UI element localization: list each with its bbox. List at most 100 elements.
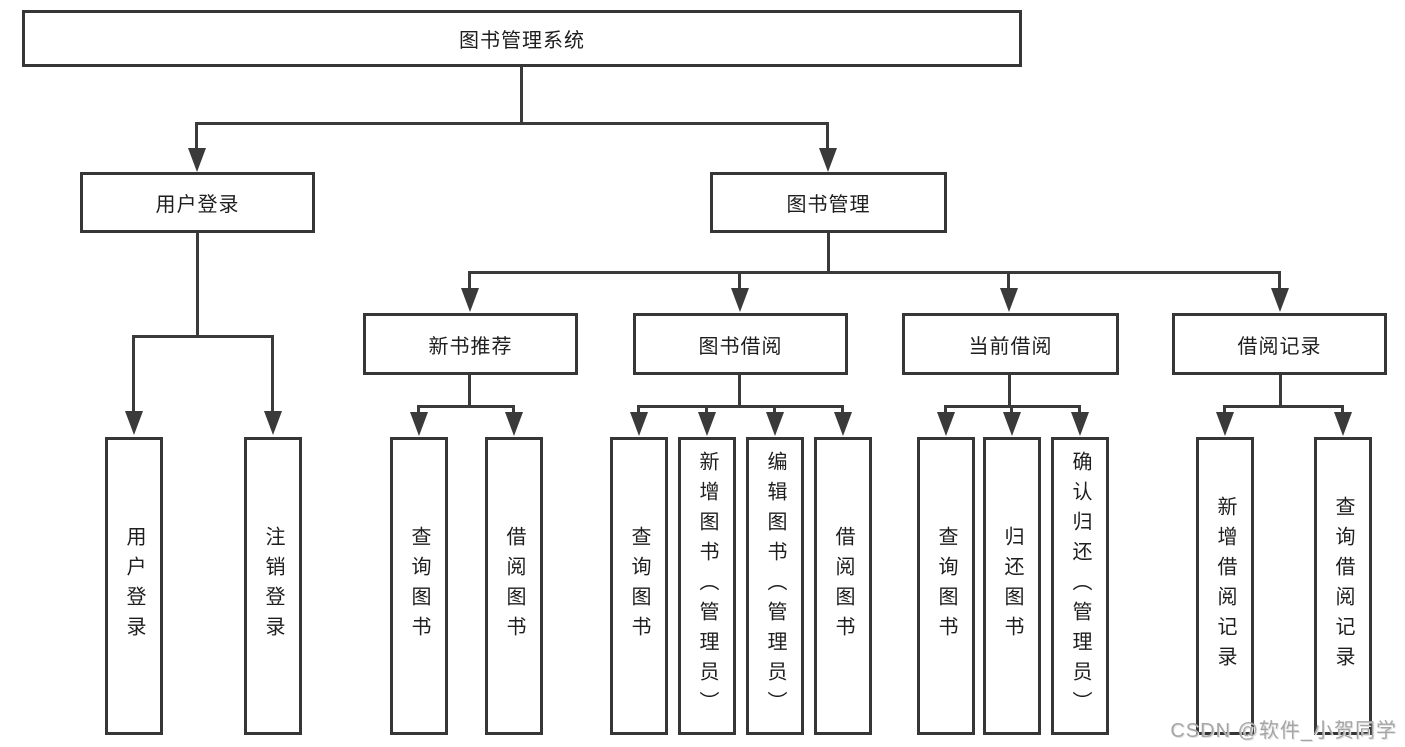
arrow-shaft [944, 405, 947, 416]
node-current-borrowing-label: 当前借阅 [968, 335, 1053, 358]
leaf-confirm-return-admin-label: 确认归还（管理员） [1069, 451, 1091, 721]
connector-book-management-split [470, 271, 1280, 274]
connector-root-split [197, 122, 829, 125]
arrow-head [1000, 288, 1018, 312]
leaf-add-books-admin: 新增图书（管理员） [678, 437, 736, 735]
watermark: CSDN @软件_小贺同学 [1170, 720, 1397, 742]
arrow-down-icon [1216, 405, 1234, 436]
arrow-shaft [1223, 405, 1226, 416]
arrow-shaft [512, 405, 515, 416]
leaf-add-books-admin-label: 新增图书（管理员） [696, 451, 718, 721]
node-root-label: 图书管理系统 [459, 30, 585, 52]
arrow-down-icon [698, 405, 716, 436]
leaf-query-books-recommend-label: 查询图书 [408, 526, 430, 646]
node-borrowing-records: 借阅记录 [1172, 313, 1387, 375]
arrow-down-icon [410, 405, 428, 436]
arrow-shaft [1078, 405, 1081, 416]
node-book-borrowing: 图书借阅 [633, 313, 848, 375]
leaf-edit-books-admin: 编辑图书（管理员） [746, 437, 804, 735]
arrow-down-icon [630, 405, 648, 436]
arrow-shaft [1278, 271, 1281, 292]
arrow-head [819, 148, 837, 172]
connector-current-borrowing-split [946, 405, 1080, 408]
arrow-shaft [1010, 405, 1013, 416]
arrow-head [766, 412, 784, 436]
leaf-confirm-return-admin: 确认归还（管理员） [1051, 437, 1109, 735]
arrow-head [698, 412, 716, 436]
arrow-down-icon [1000, 271, 1018, 312]
leaf-query-borrow-record-label: 查询借阅记录 [1332, 496, 1354, 676]
arrow-head [461, 288, 479, 312]
leaf-logout-label: 注销登录 [262, 526, 284, 646]
arrow-down-icon [505, 405, 523, 436]
connector-borrowing-records-split [1225, 405, 1343, 408]
leaf-query-books-borrowing-label: 查询图书 [628, 526, 650, 646]
connector-book-borrowing-split [639, 405, 843, 408]
arrow-head [731, 288, 749, 312]
leaf-logout: 注销登录 [244, 437, 302, 735]
arrow-head [505, 412, 523, 436]
arrow-head [1271, 288, 1289, 312]
arrow-head [188, 148, 206, 172]
leaf-query-borrow-record: 查询借阅记录 [1314, 437, 1372, 735]
leaf-edit-books-admin-label: 编辑图书（管理员） [764, 451, 786, 721]
arrow-head [1003, 412, 1021, 436]
leaf-add-borrow-record-label: 新增借阅记录 [1214, 496, 1236, 676]
leaf-query-books-current: 查询图书 [917, 437, 975, 735]
arrow-head [937, 412, 955, 436]
leaf-borrow-books-recommend: 借阅图书 [485, 437, 543, 735]
node-book-management: 图书管理 [710, 172, 947, 233]
arrow-shaft [195, 122, 198, 152]
arrow-down-icon [731, 271, 749, 312]
node-borrowing-records-label: 借阅记录 [1237, 335, 1322, 358]
arrow-shaft [841, 405, 844, 416]
connector-borrowing-records-stem [1279, 375, 1282, 405]
leaf-user-login-label: 用户登录 [123, 526, 145, 646]
arrow-down-icon [1003, 405, 1021, 436]
arrow-shaft [705, 405, 708, 416]
arrow-down-icon [1071, 405, 1089, 436]
leaf-add-borrow-record: 新增借阅记录 [1196, 437, 1254, 735]
arrow-down-icon [834, 405, 852, 436]
node-user-login-label: 用户登录 [155, 194, 240, 216]
node-user-login: 用户登录 [80, 172, 315, 233]
arrow-head [630, 412, 648, 436]
arrow-down-icon [1334, 405, 1352, 436]
connector-book-management-stem [827, 233, 830, 271]
arrow-head [1334, 412, 1352, 436]
connector-book-borrowing-stem [738, 375, 741, 405]
arrow-down-icon [264, 335, 282, 435]
arrow-down-icon [188, 122, 206, 172]
arrow-shaft [738, 271, 741, 292]
node-new-book-recommend-label: 新书推荐 [428, 335, 513, 358]
arrow-shaft [1007, 271, 1010, 292]
leaf-user-login: 用户登录 [105, 437, 163, 735]
arrow-shaft [1341, 405, 1344, 416]
arrow-head [834, 412, 852, 436]
arrow-down-icon [766, 405, 784, 436]
connector-user-login-stem [196, 233, 199, 335]
node-book-management-label: 图书管理 [786, 194, 871, 216]
connector-new-book-recommend-stem [468, 375, 471, 405]
arrow-shaft [468, 271, 471, 292]
arrow-head [125, 411, 143, 435]
node-root: 图书管理系统 [22, 10, 1022, 67]
arrow-down-icon [819, 122, 837, 172]
arrow-head [1071, 412, 1089, 436]
arrow-down-icon [1271, 271, 1289, 312]
arrow-down-icon [937, 405, 955, 436]
arrow-head [410, 412, 428, 436]
arrow-shaft [271, 335, 274, 415]
connector-root-stem [520, 67, 523, 122]
node-current-borrowing: 当前借阅 [902, 313, 1119, 375]
leaf-borrow-books-label: 借阅图书 [832, 526, 854, 646]
connector-user-login-split [134, 335, 273, 338]
arrow-down-icon [125, 335, 143, 435]
arrow-shaft [826, 122, 829, 152]
leaf-borrow-books-recommend-label: 借阅图书 [503, 526, 525, 646]
leaf-return-books-label: 归还图书 [1001, 526, 1023, 646]
arrow-shaft [417, 405, 420, 416]
arrow-shaft [773, 405, 776, 416]
node-book-borrowing-label: 图书借阅 [698, 335, 783, 358]
